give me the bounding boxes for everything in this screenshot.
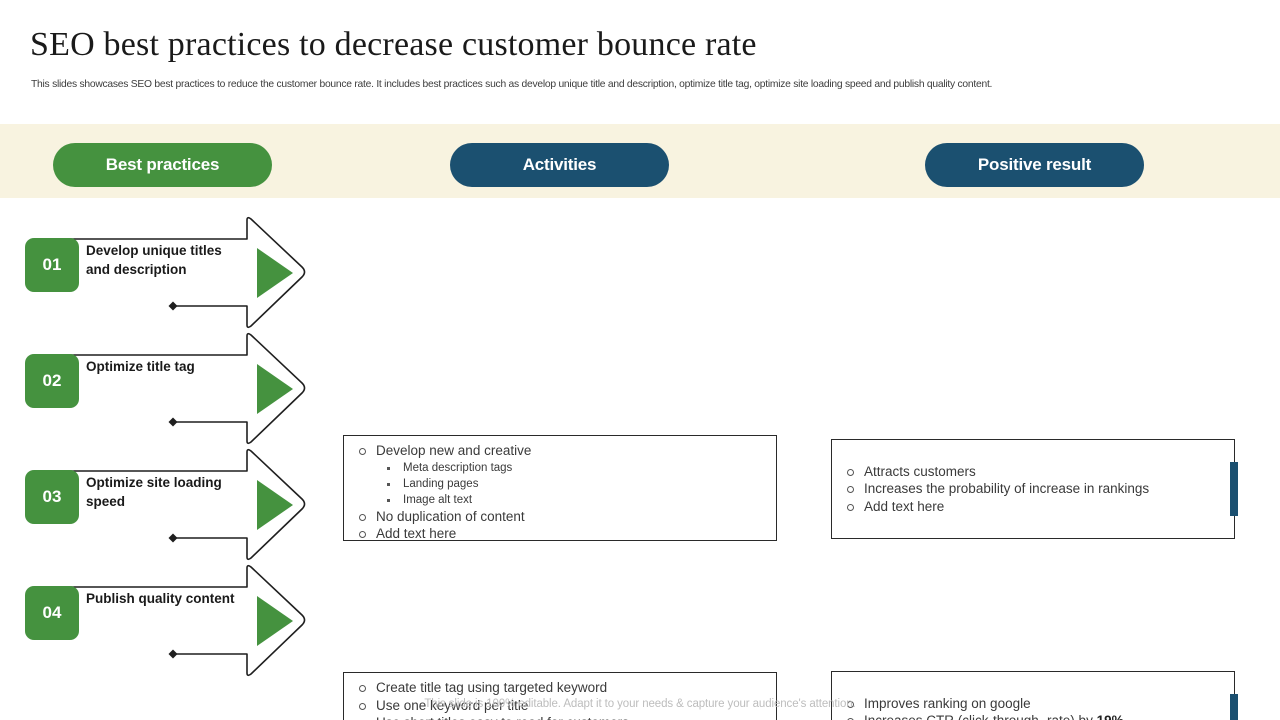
step-arrow-outline: [52, 332, 306, 445]
diamond-marker-icon: [168, 301, 178, 311]
sub-bullet-item: Meta description tags: [356, 460, 766, 476]
bullet-item: Create title tag using targeted keyword: [356, 679, 766, 697]
diamond-marker-icon: [168, 533, 178, 543]
arrow-outline-path: [52, 564, 306, 677]
step-number-badge: 02: [25, 354, 79, 408]
step-number-badge: 01: [25, 238, 79, 292]
page-subtitle: This slides showcases SEO best practices…: [31, 79, 993, 90]
bullet-item: No duplication of content: [356, 508, 766, 526]
arrow-chevron-icon: [257, 480, 293, 530]
best-practice-step[interactable]: 04 Publish quality content: [25, 563, 325, 679]
step-arrow-outline: [52, 216, 306, 329]
bullet-item: Use one keyword per title: [356, 697, 766, 715]
diamond-marker-icon: [168, 649, 178, 659]
arrow-outline-path: [52, 448, 306, 561]
result-accent-bar: [1230, 462, 1238, 516]
result-accent-bar: [1230, 694, 1238, 720]
page-title: SEO best practices to decrease customer …: [30, 26, 757, 63]
step-arrow-outline: [52, 448, 306, 561]
bullet-item: Add text here: [844, 498, 1224, 516]
results-list: Improves ranking on googleIncreases CTR …: [844, 695, 1224, 720]
sub-bullet-item: Image alt text: [356, 492, 766, 508]
bullet-item: Increases CTR (click-through -rate) by 1…: [844, 712, 1224, 720]
step-label: Optimize title tag: [86, 359, 195, 374]
column-header-positive-result[interactable]: Positive result: [925, 143, 1144, 187]
footer-note: This slide is 100% editable. Adapt it to…: [424, 698, 856, 710]
bullet-item: Develop new and creative: [356, 442, 766, 460]
step-label: Optimize site loading speed: [86, 475, 222, 509]
step-arrow-outline: [52, 564, 306, 677]
slide-header: SEO best practices to decrease customer …: [0, 0, 1280, 124]
bullet-item: Increases the probability of increase in…: [844, 480, 1224, 498]
sub-bullet-item: Landing pages: [356, 476, 766, 492]
step-label: Develop unique titles and description: [86, 243, 222, 277]
arrow-chevron-icon: [257, 364, 293, 414]
positive-result-box[interactable]: Improves ranking on googleIncreases CTR …: [831, 671, 1238, 720]
arrow-outline-path: [52, 332, 306, 445]
arrow-chevron-icon: [257, 596, 293, 646]
bullet-item: Add text here: [356, 525, 766, 543]
bullet-item: Improves ranking on google: [844, 695, 1224, 713]
metric-value: 19%: [1097, 713, 1124, 720]
diamond-marker-icon: [168, 417, 178, 427]
arrow-chevron-icon: [257, 248, 293, 298]
column-header-activities[interactable]: Activities: [450, 143, 669, 187]
column-header-best-practices[interactable]: Best practices: [53, 143, 272, 187]
step-label: Publish quality content: [86, 591, 235, 606]
arrow-outline-path: [52, 216, 306, 329]
bullet-item: Attracts customers: [844, 463, 1224, 481]
best-practice-step[interactable]: 02 Optimize title tag: [25, 331, 325, 447]
step-number-badge: 04: [25, 586, 79, 640]
bullet-item: Use short titles easy to read for custom…: [356, 714, 766, 720]
step-number-badge: 03: [25, 470, 79, 524]
